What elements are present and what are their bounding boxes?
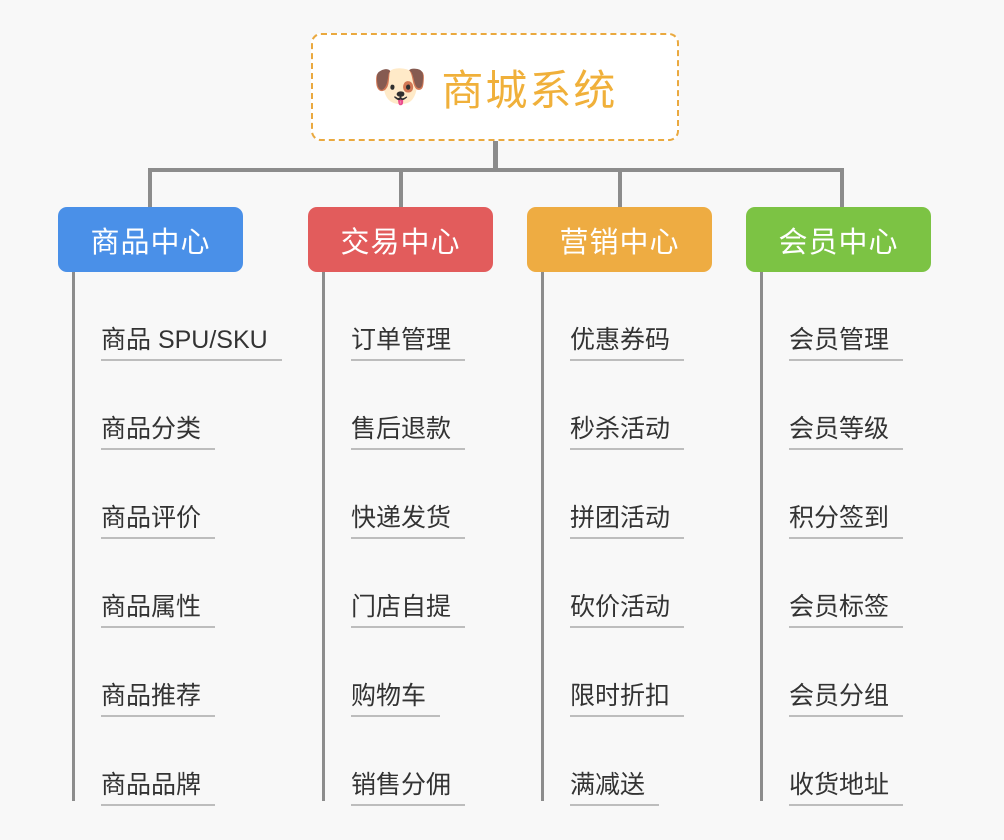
leaf-label: 订单管理: [351, 326, 466, 361]
leaf-item[interactable]: 会员管理: [760, 272, 1004, 361]
category-label-1: 商品中心: [90, 226, 211, 259]
leaf-label: 商品 SPU/SKU: [101, 326, 282, 361]
leaf-item[interactable]: 限时折扣: [541, 628, 801, 717]
category-header-4[interactable]: 会员中心: [746, 207, 931, 272]
leaf-list-1: 商品 SPU/SKU 商品分类 商品评价 商品属性 商品推荐 商品品牌: [72, 272, 332, 806]
leaf-label: 销售分佣: [351, 771, 466, 806]
category-label-3: 营销中心: [559, 226, 680, 259]
leaf-label: 限时折扣: [570, 682, 685, 717]
leaf-item[interactable]: 商品分类: [72, 361, 332, 450]
leaf-item[interactable]: 秒杀活动: [541, 361, 801, 450]
leaf-label: 商品推荐: [101, 682, 216, 717]
category-spine-4: [760, 272, 763, 801]
leaf-label: 拼团活动: [570, 504, 685, 539]
connector-drop-1: [148, 168, 152, 209]
leaf-item[interactable]: 销售分佣: [322, 717, 582, 806]
leaf-label: 收货地址: [789, 771, 904, 806]
category-label-2: 交易中心: [340, 226, 461, 259]
leaf-item[interactable]: 商品品牌: [72, 717, 332, 806]
leaf-item[interactable]: 积分签到: [760, 450, 1004, 539]
leaf-item[interactable]: 满减送: [541, 717, 801, 806]
category-header-2[interactable]: 交易中心: [308, 207, 493, 272]
connector-bus: [148, 168, 844, 172]
category-spine-1: [72, 272, 75, 801]
leaf-item[interactable]: 订单管理: [322, 272, 582, 361]
leaf-label: 快递发货: [351, 504, 466, 539]
category-spine-2: [322, 272, 325, 801]
leaf-label: 门店自提: [351, 593, 466, 628]
leaf-item[interactable]: 快递发货: [322, 450, 582, 539]
leaf-label: 会员等级: [789, 415, 904, 450]
category-spine-3: [541, 272, 544, 801]
leaf-label: 秒杀活动: [570, 415, 685, 450]
dog-face-icon: 🐶: [372, 61, 428, 112]
leaf-item[interactable]: 优惠券码: [541, 272, 801, 361]
leaf-label: 砍价活动: [570, 593, 685, 628]
category-header-3[interactable]: 营销中心: [527, 207, 712, 272]
leaf-label: 会员分组: [789, 682, 904, 717]
connector-drop-4: [840, 168, 844, 209]
leaf-item[interactable]: 售后退款: [322, 361, 582, 450]
category-label-4: 会员中心: [778, 226, 899, 259]
leaf-label: 商品属性: [101, 593, 216, 628]
leaf-item[interactable]: 拼团活动: [541, 450, 801, 539]
connector-drop-3: [618, 168, 622, 209]
leaf-label: 积分签到: [789, 504, 904, 539]
root-node[interactable]: 🐶 商城系统: [311, 33, 679, 141]
leaf-item[interactable]: 门店自提: [322, 539, 582, 628]
category-header-1[interactable]: 商品中心: [58, 207, 243, 272]
leaf-list-4: 会员管理 会员等级 积分签到 会员标签 会员分组 收货地址: [760, 272, 1004, 806]
leaf-label: 商品分类: [101, 415, 216, 450]
leaf-label: 售后退款: [351, 415, 466, 450]
leaf-list-3: 优惠券码 秒杀活动 拼团活动 砍价活动 限时折扣 满减送: [541, 272, 801, 806]
leaf-item[interactable]: 购物车: [322, 628, 582, 717]
connector-drop-2: [399, 168, 403, 209]
leaf-label: 会员管理: [789, 326, 904, 361]
root-title: 商城系统: [441, 66, 618, 114]
leaf-item[interactable]: 商品属性: [72, 539, 332, 628]
leaf-label: 商品评价: [101, 504, 216, 539]
leaf-item[interactable]: 收货地址: [760, 717, 1004, 806]
leaf-item[interactable]: 砍价活动: [541, 539, 801, 628]
leaf-list-2: 订单管理 售后退款 快递发货 门店自提 购物车 销售分佣: [322, 272, 582, 806]
leaf-item[interactable]: 会员标签: [760, 539, 1004, 628]
leaf-item[interactable]: 商品 SPU/SKU: [72, 272, 332, 361]
leaf-item[interactable]: 会员分组: [760, 628, 1004, 717]
leaf-label: 商品品牌: [101, 771, 216, 806]
connector-root-stem: [493, 141, 498, 171]
leaf-label: 优惠券码: [570, 326, 685, 361]
leaf-label: 会员标签: [789, 593, 904, 628]
leaf-item[interactable]: 会员等级: [760, 361, 1004, 450]
leaf-item[interactable]: 商品评价: [72, 450, 332, 539]
leaf-item[interactable]: 商品推荐: [72, 628, 332, 717]
leaf-label: 购物车: [351, 682, 441, 717]
leaf-label: 满减送: [570, 771, 660, 806]
